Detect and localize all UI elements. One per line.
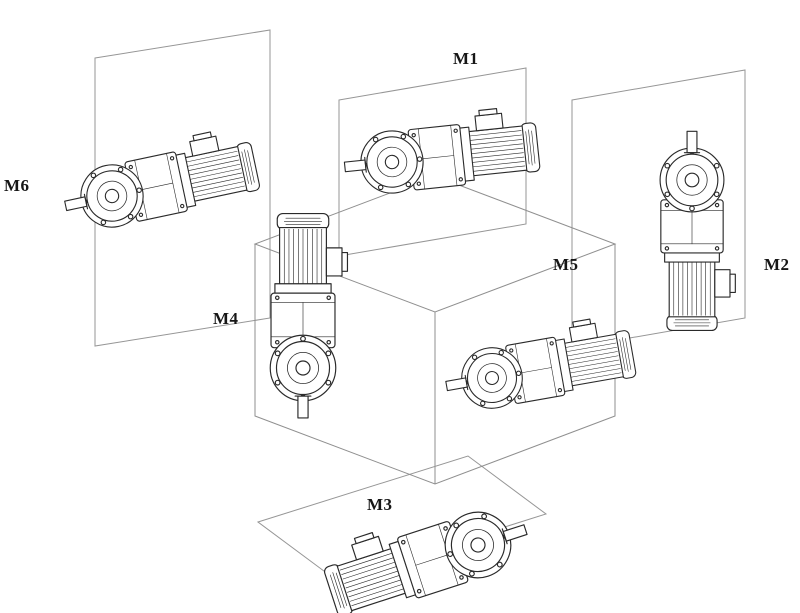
label-m6: M6 bbox=[4, 176, 30, 195]
gearmotor-m4-drawing bbox=[269, 212, 349, 419]
mounting-plane-m6 bbox=[94, 29, 271, 347]
mounting-plane-m2 bbox=[571, 69, 746, 349]
gearmotor-m5-drawing bbox=[438, 312, 639, 417]
label-m5: M5 bbox=[553, 255, 579, 274]
label-m3: M3 bbox=[367, 495, 393, 514]
label-m2: M2 bbox=[764, 255, 790, 274]
mounting-plane-m1 bbox=[338, 67, 527, 257]
gearmotor-m1-drawing bbox=[339, 104, 542, 199]
label-m1: M1 bbox=[453, 49, 479, 68]
gearmotor-m6-drawing bbox=[56, 123, 263, 237]
gearmotor-m2-drawing bbox=[659, 130, 736, 332]
gearmotor-m3-drawing bbox=[316, 486, 537, 613]
label-m4: M4 bbox=[213, 309, 239, 328]
mounting-plane-m3 bbox=[256, 455, 548, 581]
